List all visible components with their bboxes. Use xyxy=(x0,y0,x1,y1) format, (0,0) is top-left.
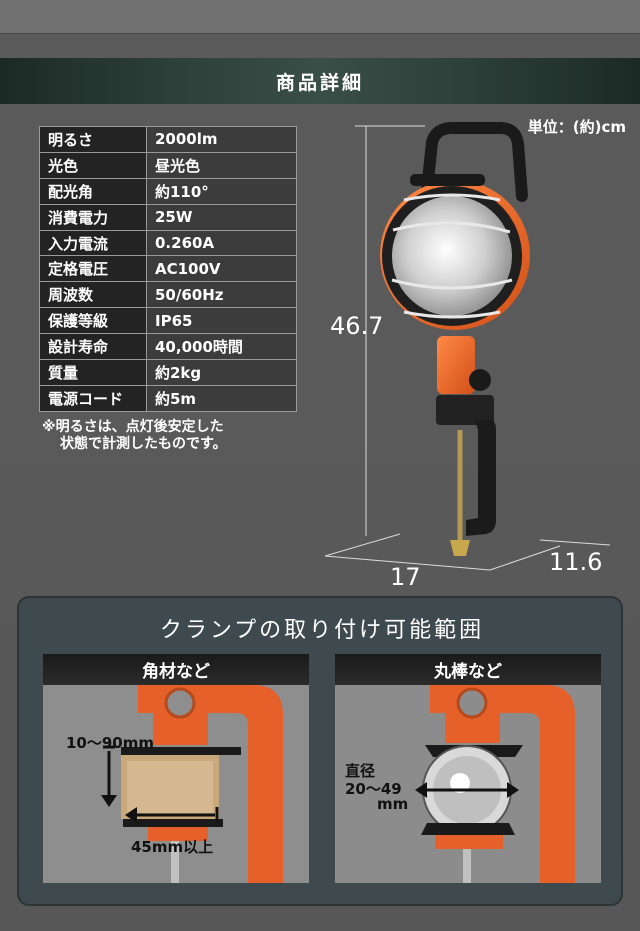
clamp-range-title: クランプの取り付け可能範囲 xyxy=(159,618,485,643)
spec-row: 配光角約110° xyxy=(39,177,297,205)
round-bar-photo xyxy=(335,685,601,883)
thickness-range-label: 10〜90mm xyxy=(66,734,155,752)
unit-label: 単位：(約)cm xyxy=(527,118,626,136)
lamp-lens xyxy=(392,196,512,316)
diameter-range: 20〜49 xyxy=(345,780,402,798)
dimension-width: 17 xyxy=(390,563,421,591)
spec-value: 50/60Hz xyxy=(146,281,297,309)
square-lumber-photo xyxy=(43,685,309,883)
dimension-lines xyxy=(324,125,611,571)
spec-row: 電源コード約5m xyxy=(39,384,297,412)
spec-value: AC100V xyxy=(146,255,297,283)
spec-label: 入力電流 xyxy=(39,229,147,257)
spec-label: 電源コード xyxy=(39,384,147,412)
section-title: 商品詳細 xyxy=(275,71,364,94)
note-line-2: 状態で計測したものです。 xyxy=(60,436,227,452)
spec-value: 約110° xyxy=(146,177,297,205)
lamp-handle xyxy=(421,122,528,202)
spec-value: 0.260A xyxy=(146,229,297,257)
spec-value: 40,000時間 xyxy=(146,333,297,361)
dimension-depth: 11.6 xyxy=(549,548,603,576)
spec-value: 約5m xyxy=(146,384,297,412)
square-lumber-header: 角材など xyxy=(43,654,309,685)
clamp-range-panel: クランプの取り付け可能範囲 角材など 10〜90mm 45mm以上 丸棒など xyxy=(17,596,623,906)
spec-label: 質量 xyxy=(39,359,147,386)
spec-row: 質量約2kg xyxy=(39,359,297,386)
spec-label: 周波数 xyxy=(39,281,147,309)
floodlight-illustration xyxy=(324,122,611,571)
note-line-1: ※明るさは、点灯後安定した xyxy=(42,419,224,435)
spec-label: 定格電圧 xyxy=(39,255,147,283)
section-header: 商品詳細 xyxy=(0,58,640,104)
clamp-arm xyxy=(466,420,496,536)
lamp-swivel xyxy=(437,336,475,394)
spec-label: 光色 xyxy=(39,151,147,179)
spec-value: 2000lm xyxy=(146,126,297,153)
brightness-note: ※明るさは、点灯後安定した 状態で計測したものです。 xyxy=(42,419,227,453)
round-bar-header: 丸棒など xyxy=(335,654,601,685)
depth-label: 45mm以上 xyxy=(131,838,214,856)
spec-row: 光色昼光色 xyxy=(39,151,297,179)
dimension-height: 46.7 xyxy=(330,312,384,340)
square-lumber-illustration xyxy=(43,685,309,883)
spec-label: 明るさ xyxy=(39,126,147,153)
spec-value: 昼光色 xyxy=(146,151,297,179)
diameter-unit: mm xyxy=(377,795,409,813)
spec-value: IP65 xyxy=(146,307,297,335)
spec-label: 消費電力 xyxy=(39,203,147,231)
round-bar-illustration xyxy=(335,685,601,883)
top-bar xyxy=(0,0,640,34)
spec-label: 設計寿命 xyxy=(39,333,147,361)
lamp-guard xyxy=(391,193,513,319)
diameter-label: 直径 xyxy=(345,762,376,780)
